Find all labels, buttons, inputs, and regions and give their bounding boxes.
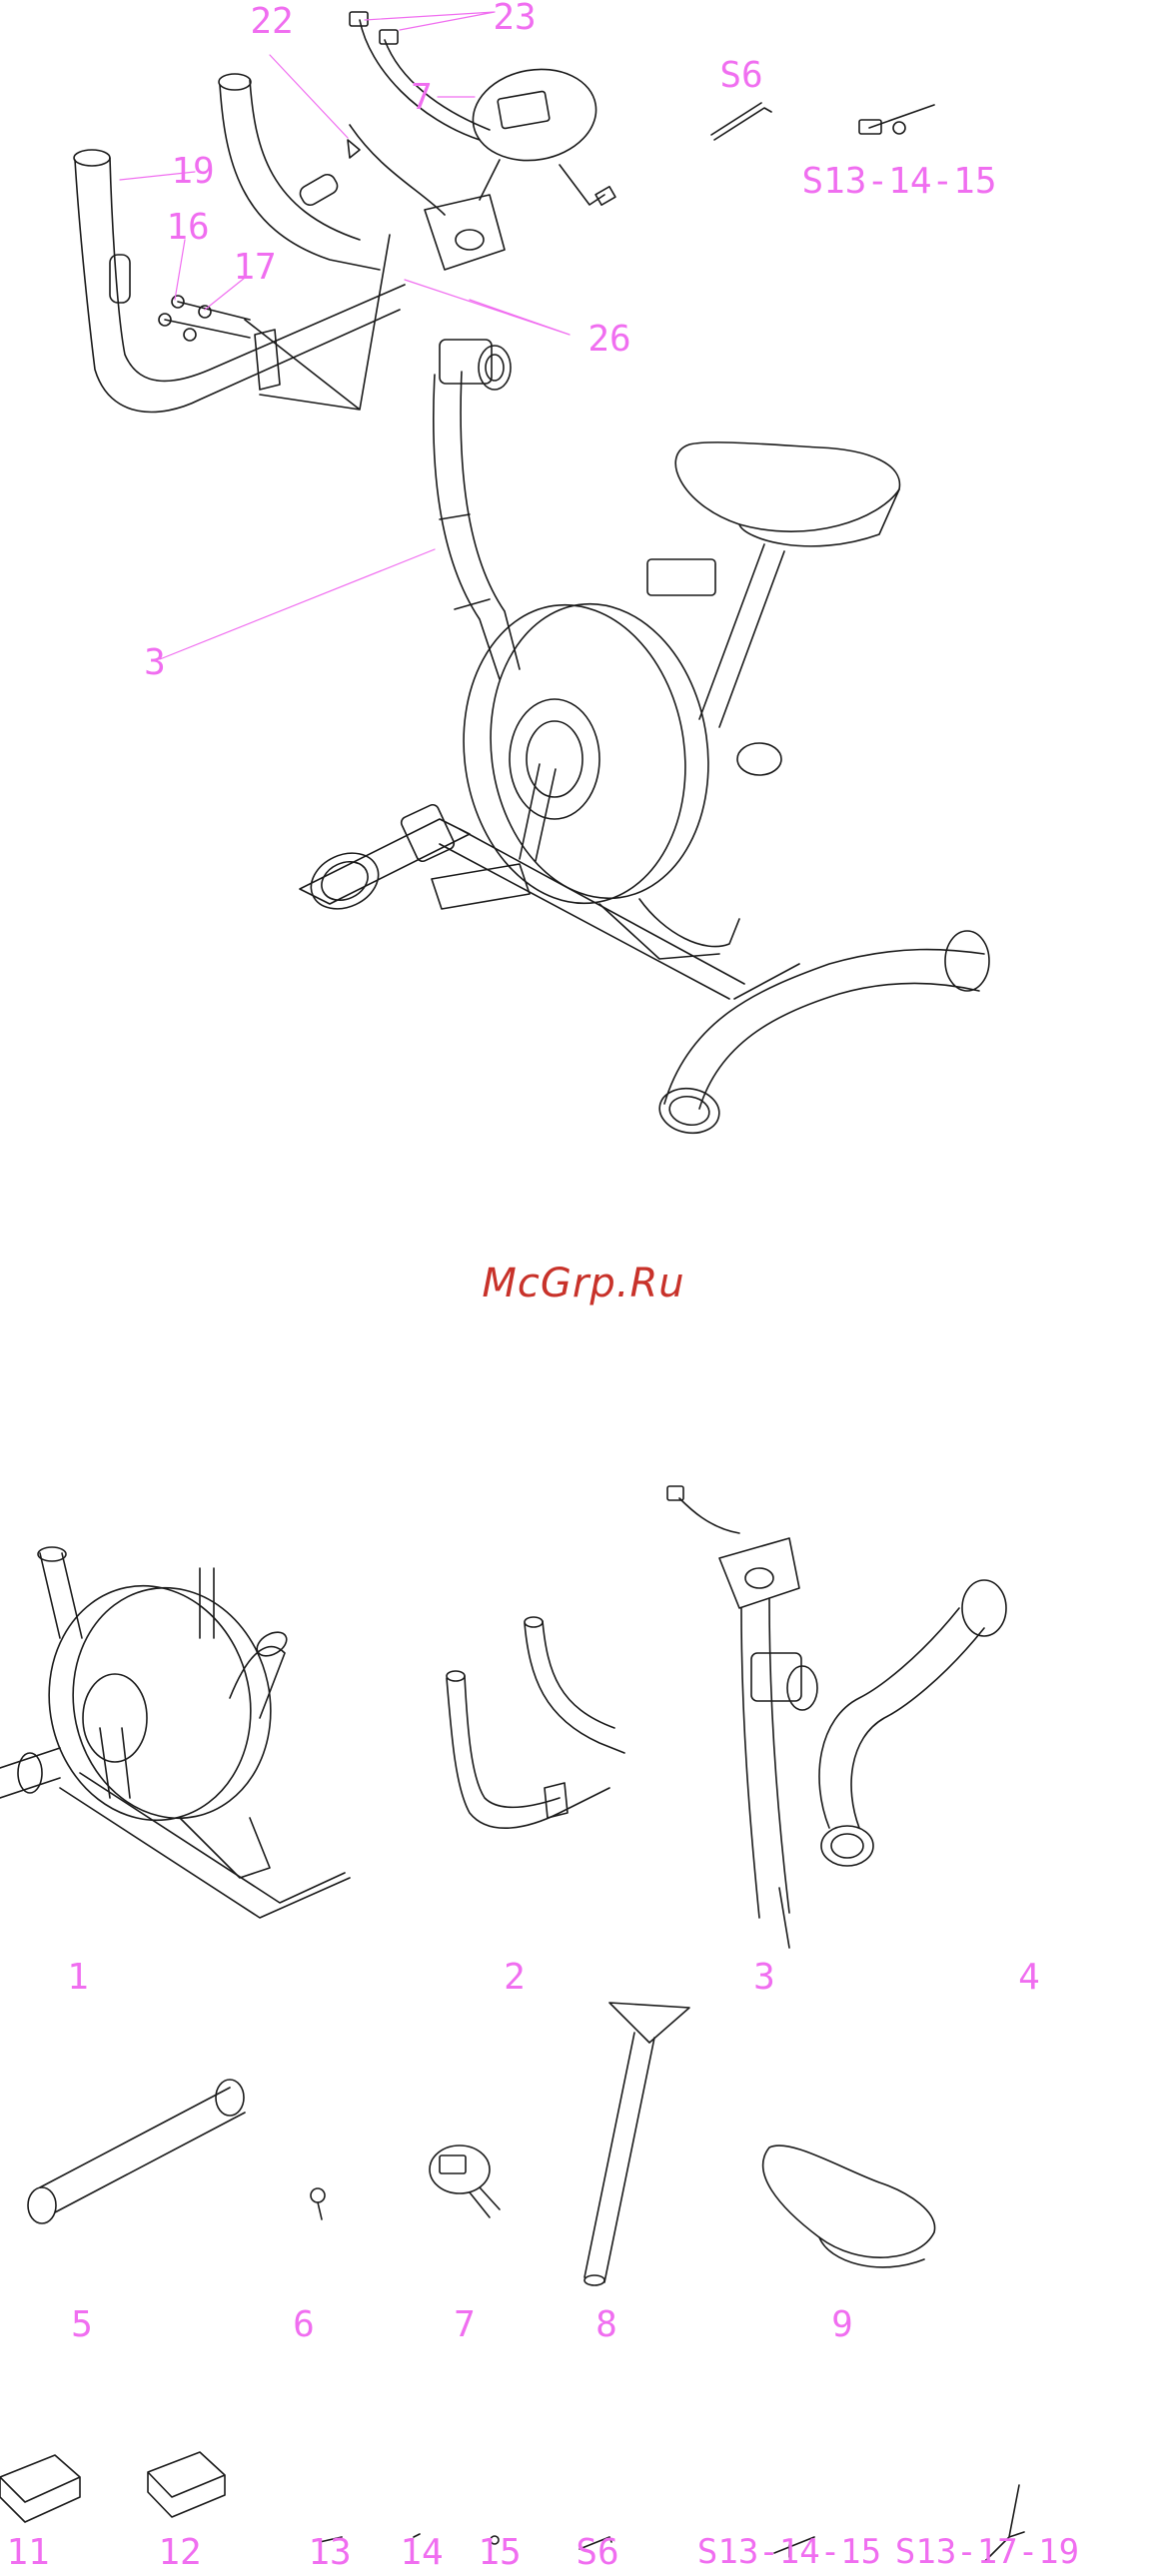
part-label-4: 4 — [1018, 1960, 1040, 1996]
part-label-1: 1 — [67, 1960, 89, 1996]
wire-22 — [350, 125, 445, 215]
part-label-s13-17-19: S13-17-19 — [895, 2535, 1079, 2569]
part-label-2: 2 — [504, 1960, 526, 1996]
label-s13-14-15: S13-14-15 — [801, 164, 996, 200]
tension-knob — [440, 340, 511, 390]
label-s6: S6 — [719, 58, 762, 94]
part-label-s6: S6 — [576, 2535, 618, 2571]
part-6-knob — [311, 2188, 325, 2219]
part-label-8: 8 — [595, 2307, 617, 2343]
part-label-6: 6 — [293, 2307, 315, 2343]
part-2-handlebar — [447, 1617, 624, 1828]
part-label-15: 15 — [478, 2535, 521, 2571]
part-3-upright — [667, 1486, 817, 1948]
part-5-stabilizer — [28, 2080, 245, 2223]
watermark: McGrp.Ru — [482, 1261, 684, 1306]
part-label-14: 14 — [400, 2535, 443, 2571]
part-label-9: 9 — [831, 2307, 853, 2343]
part-label-5: 5 — [71, 2307, 93, 2343]
base-rail — [440, 829, 744, 999]
pedal — [432, 864, 530, 909]
label-7: 7 — [411, 80, 433, 116]
part-4-stabilizer — [819, 1580, 1006, 1866]
part-label-3: 3 — [753, 1960, 775, 1996]
part-label-7: 7 — [454, 2307, 476, 2343]
upright-top-plate — [425, 195, 505, 270]
label-23: 23 — [493, 0, 536, 36]
upright-tube — [434, 372, 520, 679]
label-16: 16 — [166, 210, 209, 246]
part-label-s13-14-15: S13-14-15 — [697, 2535, 881, 2569]
part-9-seat — [763, 2146, 935, 2267]
label-19: 19 — [171, 154, 214, 190]
part-11-pedal — [0, 2455, 80, 2522]
part-label-11: 11 — [6, 2535, 49, 2571]
rear-stabilizer — [300, 803, 470, 920]
leader-lines — [120, 12, 570, 659]
crank-arm — [520, 764, 556, 861]
bolts — [159, 296, 250, 341]
allen-key — [711, 103, 771, 140]
computer-console — [466, 60, 615, 205]
seat-knob — [737, 743, 781, 775]
seat-slider — [647, 559, 715, 595]
label-3: 3 — [144, 645, 166, 681]
handlebar — [74, 74, 405, 412]
bolt-set-s13-14-15 — [859, 105, 934, 134]
front-stabilizer — [656, 931, 989, 1138]
part-7-computer — [430, 2146, 500, 2217]
label-17: 17 — [233, 250, 276, 286]
part-label-12: 12 — [158, 2535, 201, 2571]
label-26: 26 — [587, 322, 630, 358]
part-label-13: 13 — [308, 2535, 351, 2571]
part-8-seat-post — [584, 2003, 689, 2285]
part-12-pedal — [148, 2452, 225, 2517]
part-1-main-frame — [0, 1547, 350, 1918]
seat-assembly — [647, 442, 899, 775]
label-22: 22 — [250, 4, 293, 40]
